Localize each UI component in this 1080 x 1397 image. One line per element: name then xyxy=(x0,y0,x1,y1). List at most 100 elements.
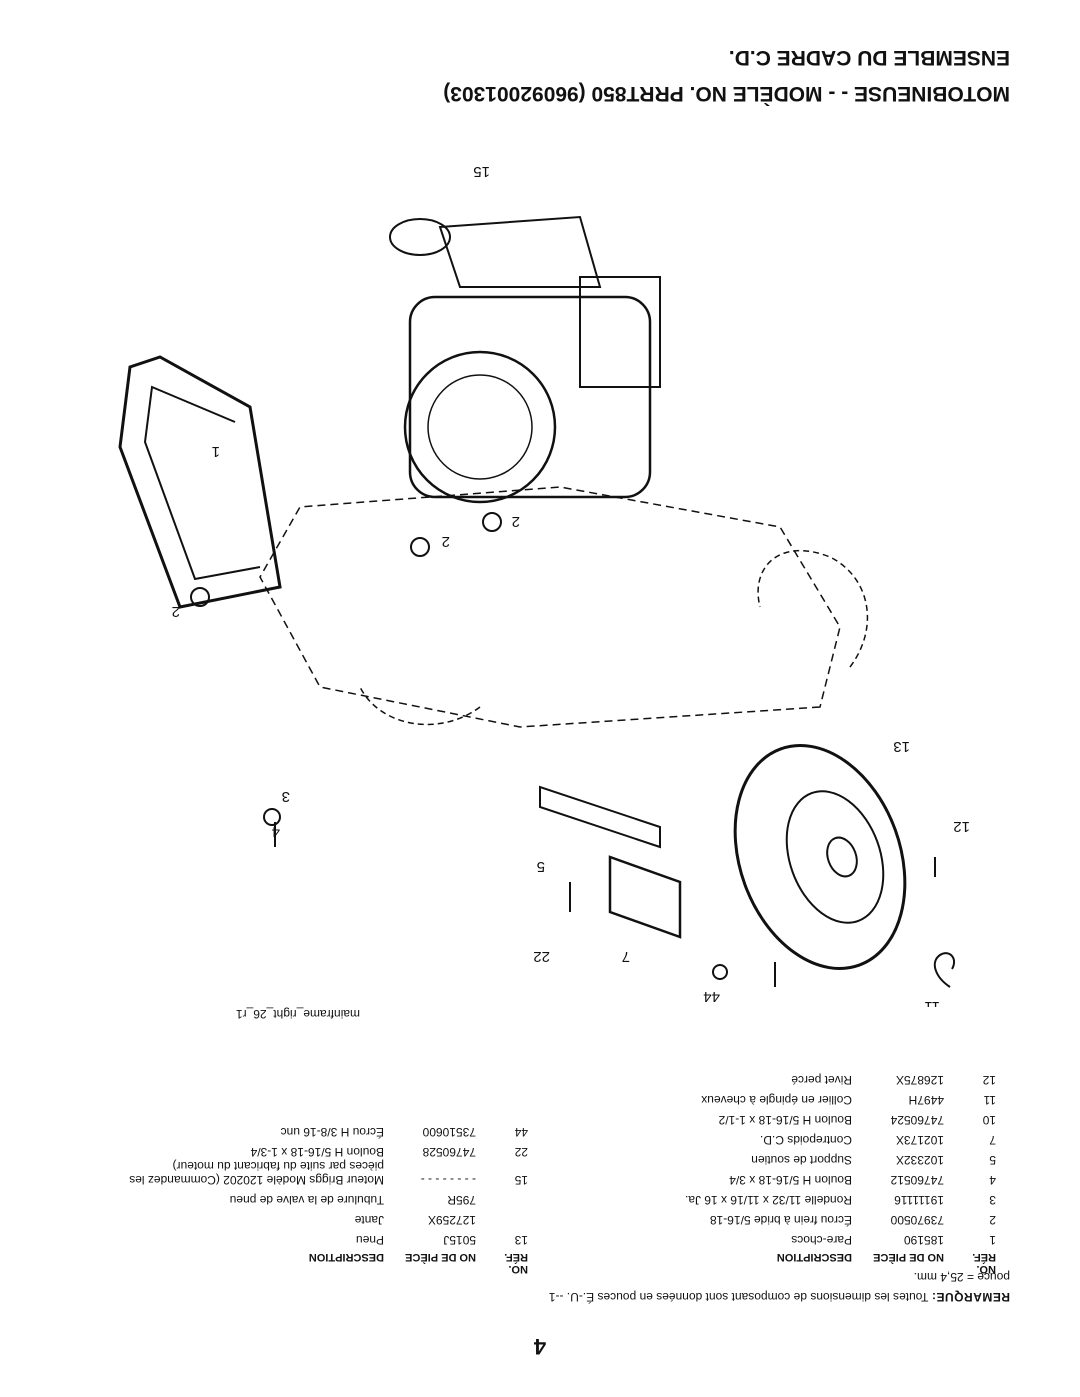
callout-number: 2 xyxy=(512,513,520,530)
flange-nut-part xyxy=(410,537,430,557)
fuel-cap xyxy=(389,218,451,256)
engine-recoil-housing xyxy=(403,350,557,504)
col-header-ref: NO. RÉF. xyxy=(972,1251,996,1275)
callout-number: 2 xyxy=(172,603,180,620)
part-cell: 185190 xyxy=(903,1233,944,1247)
desc-cell: Contrepoids C.D. xyxy=(759,1133,852,1147)
part-cell: 74760512 xyxy=(890,1173,944,1187)
page-title: MOTOBINEUSE - - MODÈLE NO. PRRT850 (9609… xyxy=(443,82,1010,105)
desc-cell: Pneu xyxy=(355,1233,384,1247)
fuel-tank-part xyxy=(438,215,602,288)
callout-number: 3 xyxy=(282,788,290,805)
parts-table-right: NO. RÉF. NO DE PIÈCE DESCRIPTION 13 5015J… xyxy=(88,1119,534,1275)
part-cell: 4497H xyxy=(908,1093,944,1107)
ref-cell: 4 xyxy=(989,1173,996,1187)
table-row: 11 4497H Collier en épingle à cheveux xyxy=(556,1087,1002,1107)
ref-cell: 22 xyxy=(514,1145,528,1159)
desc-cell: Boulon H 5/16-18 x 1-1/2 xyxy=(718,1113,852,1127)
desc-cell: Collier en épingle à cheveux xyxy=(701,1093,852,1107)
ref-cell: 1 xyxy=(989,1233,996,1247)
desc-cell: Jante xyxy=(354,1213,384,1227)
part-cell: 19111116 xyxy=(894,1193,944,1207)
callout-number: 13 xyxy=(893,738,910,755)
washer-part xyxy=(263,808,281,826)
callout-number: 15 xyxy=(473,163,490,180)
callout-number: 44 xyxy=(703,988,720,1005)
air-filter-part xyxy=(579,276,661,388)
table-row: 4 74760512 Boulon H 5/16-18 x 3/4 xyxy=(556,1167,1002,1187)
hub-part xyxy=(826,836,858,878)
engine-recoil-cover xyxy=(427,374,533,480)
desc-cell: Écrou H 3/8-16 unc xyxy=(280,1125,384,1139)
part-cell: 102332X xyxy=(895,1153,944,1167)
table-row: 3 19111116 Rondelle 11/32 x 11/16 x 16 Ja. xyxy=(556,1187,1002,1207)
ref-cell: 2 xyxy=(989,1213,996,1227)
part-cell: 795R xyxy=(447,1193,476,1207)
ref-cell xyxy=(482,1187,534,1207)
desc-cell: Écrou frein à bride 5/16-18 xyxy=(709,1213,852,1227)
callout-number: 22 xyxy=(533,948,550,965)
ref-cell: 10 xyxy=(982,1113,996,1127)
callout-number: 1 xyxy=(212,443,220,460)
desc-cell: Moteur Briggs Modèle 120202 (Commandez l… xyxy=(129,1159,384,1187)
callout-number: 11 xyxy=(924,998,940,1007)
part-cell: 5015J xyxy=(443,1233,476,1247)
table-row: 13 5015J Pneu xyxy=(88,1227,534,1247)
table-row: 10 74760524 Boulon H 5/16-18 x 1-1/2 xyxy=(556,1107,1002,1127)
col-header-ref: NO. RÉF. xyxy=(504,1251,528,1275)
bumper-part xyxy=(143,385,261,581)
flange-nut-part xyxy=(482,512,502,532)
ref-cell: 11 xyxy=(983,1093,996,1107)
desc-cell: Rivet percé xyxy=(791,1073,852,1087)
callout-labels: 1222345710111213152244 xyxy=(172,163,970,1007)
col-header-part: NO DE PIÈCE xyxy=(405,1251,476,1263)
callout-number: 2 xyxy=(442,533,450,550)
col-header-desc: DESCRIPTION xyxy=(776,1251,852,1263)
part-cell: 126875X xyxy=(895,1073,944,1087)
part-cell: 74760524 xyxy=(890,1113,944,1127)
mainframe-outline xyxy=(259,486,841,728)
table-row: 7 102173X Contrepoids C.D. xyxy=(556,1127,1002,1147)
tine-assembly-outline xyxy=(757,550,869,668)
table-row: 12 126875X Rivet percé xyxy=(556,1067,1002,1087)
ref-cell: 7 xyxy=(989,1133,996,1147)
page-number: 4 xyxy=(533,1334,547,1359)
callout-number: 7 xyxy=(622,948,630,965)
part-cell: 73510600 xyxy=(422,1125,476,1139)
ref-cell: 13 xyxy=(514,1233,528,1247)
exploded-parts-diagram: 1222345710111213152244 xyxy=(118,163,970,1007)
ref-cell: 12 xyxy=(982,1073,996,1087)
bumper-part xyxy=(118,355,282,609)
table-row: 127259X Jante xyxy=(88,1207,534,1227)
table-row: 795R Tubulure de la valve de pneu xyxy=(88,1187,534,1207)
support-bracket-part xyxy=(539,785,661,849)
callout-number: 5 xyxy=(537,858,545,875)
desc-cell: Boulon H 5/16-18 x 3/4 xyxy=(729,1173,852,1187)
desc-cell: Rondelle 11/32 x 11/16 x 16 Ja. xyxy=(684,1193,852,1207)
flange-nut-part xyxy=(190,587,210,607)
part-cell: 74760528 xyxy=(422,1145,476,1159)
desc-cell: Tubulure de la valve de pneu xyxy=(229,1193,384,1207)
part-cell: 102173X xyxy=(895,1133,944,1147)
ref-cell: 3 xyxy=(989,1193,996,1207)
tire-part xyxy=(733,744,907,970)
ref-cell xyxy=(482,1207,534,1227)
page-subtitle: ENSEMBLE DU CADRE C.D. xyxy=(728,46,1010,69)
col-header-desc: DESCRIPTION xyxy=(308,1251,384,1263)
desc-cell: Support de soutien xyxy=(751,1153,852,1167)
remark-label: REMARQUE: xyxy=(931,1290,1011,1304)
table-row: 15- - - - - - - -Moteur Briggs Modèle 12… xyxy=(88,1159,534,1187)
hairpin-clip-part xyxy=(933,952,956,988)
callout-number: 4 xyxy=(272,823,280,840)
part-cell: 127259X xyxy=(427,1213,476,1227)
ref-cell: 15 xyxy=(514,1173,528,1187)
diagram-label: mainframe_right_26_r1 xyxy=(235,1007,360,1021)
hex-nut-part xyxy=(712,964,728,980)
callout-number: 12 xyxy=(953,818,970,835)
counterweight-part xyxy=(608,855,682,939)
